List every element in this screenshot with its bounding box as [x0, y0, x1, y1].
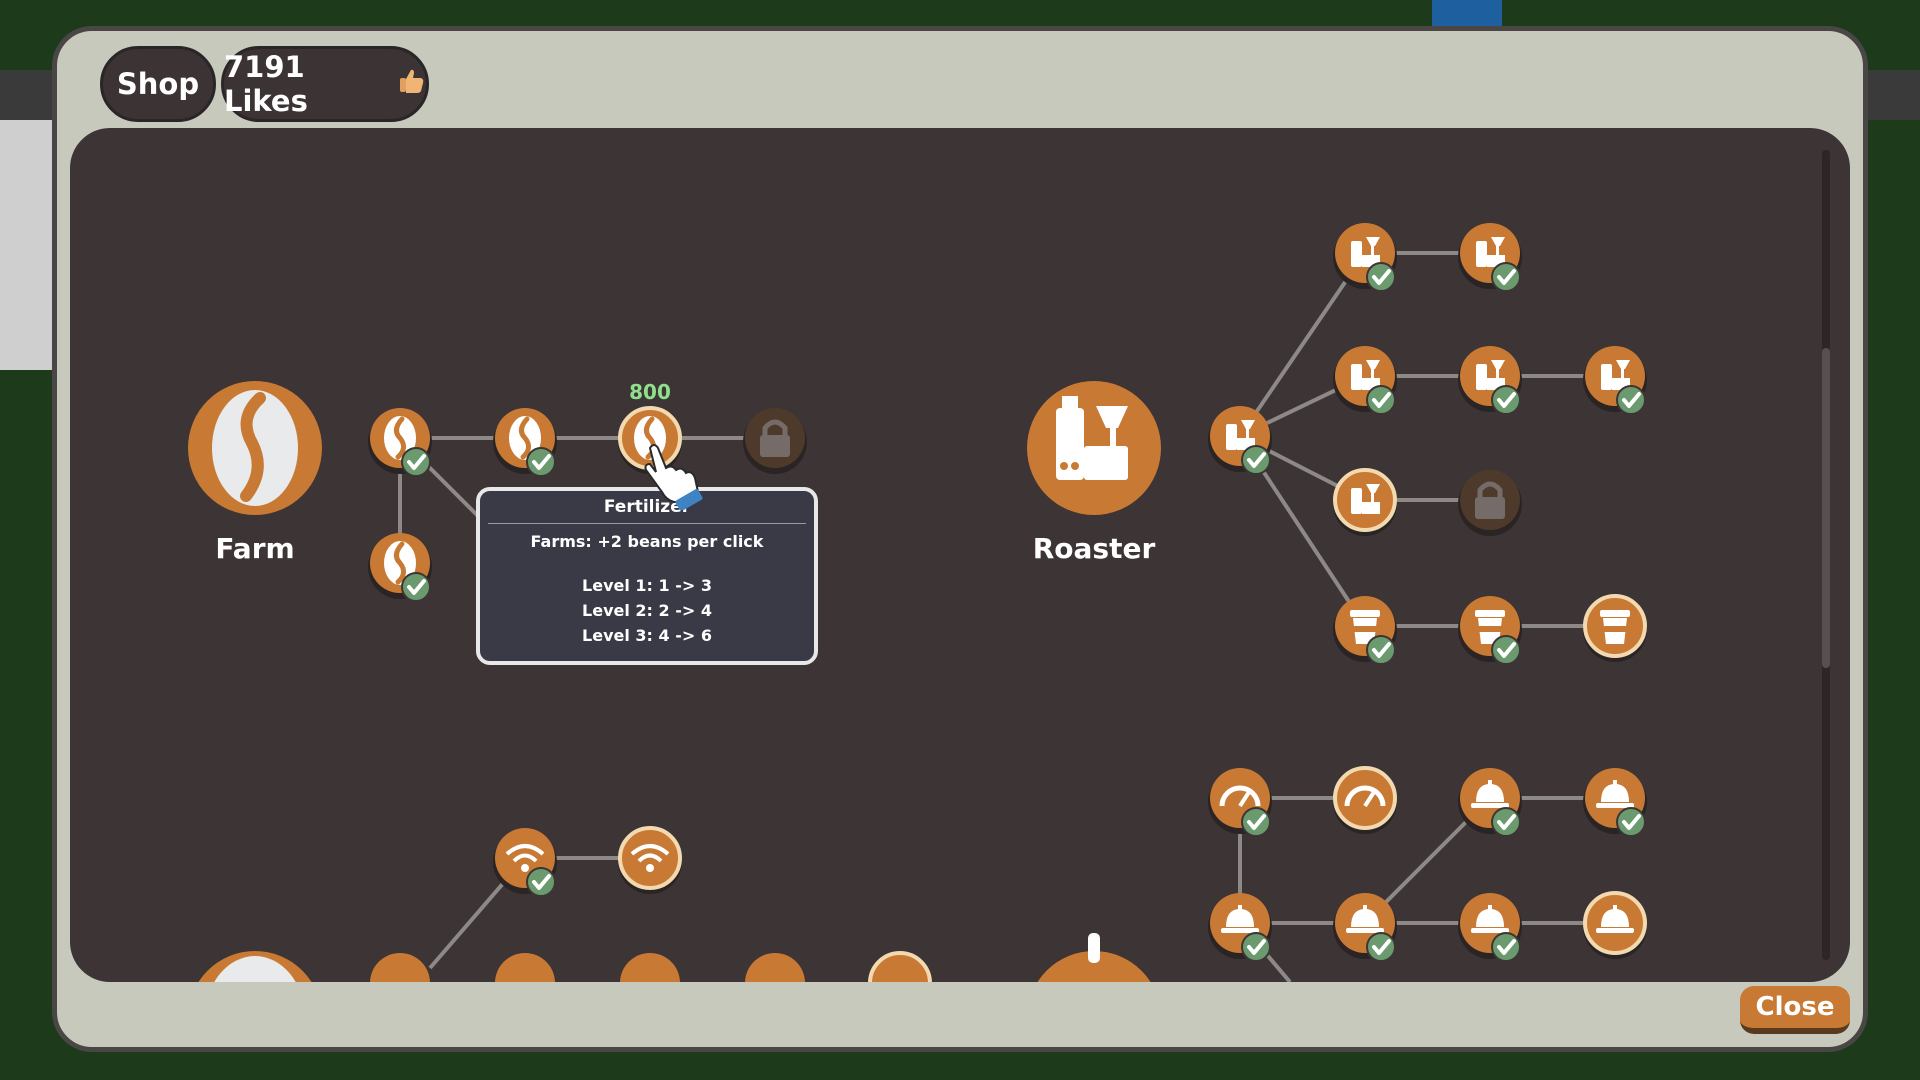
roaster-icon: [1226, 420, 1255, 450]
upgrade-node-roaster-top-1[interactable]: [1333, 223, 1397, 292]
bell-icon: [1596, 905, 1634, 933]
upgrade-node-roaster-root[interactable]: [1208, 406, 1272, 475]
bean-icon: [384, 416, 416, 460]
upgrade-node-bell-2[interactable]: [1583, 768, 1647, 837]
upgrade-node-wifi-1[interactable]: [493, 828, 557, 897]
check-icon: [1491, 385, 1521, 415]
check-icon: [1491, 932, 1521, 962]
scrollbar-thumb[interactable]: [1822, 348, 1830, 668]
upgrade-node-gauge-2[interactable]: [1333, 766, 1397, 834]
background-building: [0, 110, 52, 370]
check-icon: [1241, 445, 1271, 475]
farm-category-icon: [188, 381, 322, 515]
roaster-category-icon: [1027, 381, 1161, 515]
roaster-label: Roaster: [1033, 532, 1156, 565]
check-icon: [526, 447, 556, 477]
upgrade-node-roaster-lock[interactable]: [1458, 470, 1522, 536]
shop-tab[interactable]: Shop: [100, 46, 216, 122]
check-icon: [1616, 385, 1646, 415]
tooltip-title: Fertilizer: [603, 497, 691, 517]
bean-icon: [509, 416, 541, 460]
upgrade-node-bell-5[interactable]: [1458, 893, 1522, 962]
check-icon: [1491, 807, 1521, 837]
check-icon: [1366, 262, 1396, 292]
tooltip-level-1: Level 1: 1 -> 3: [582, 576, 712, 595]
tooltip-level-2: Level 2: 2 -> 4: [582, 601, 712, 620]
upgrade-node-farm-4[interactable]: [368, 533, 432, 602]
upgrade-node-farm-1[interactable]: [368, 408, 432, 477]
check-icon: [401, 572, 431, 602]
upgrade-node-bell-4[interactable]: [1333, 893, 1397, 962]
upgrade-tree: Farm Roaster 800 Fertilizer Farms:: [70, 128, 1850, 982]
upgrade-tooltip: Fertilizer Farms: +2 beans per click Lev…: [476, 487, 818, 665]
bottom-category-icon-2: [1037, 951, 1151, 982]
bell-icon: [1471, 780, 1509, 808]
tooltip-description: Farms: +2 beans per click: [530, 532, 764, 551]
gauge-icon: [1219, 785, 1261, 808]
tooltip-divider: [488, 523, 806, 524]
thumbs-up-icon: [396, 66, 426, 103]
wifi-icon: [630, 844, 670, 872]
upgrade-node-farm-2[interactable]: [493, 408, 557, 477]
upgrade-node-cup-2[interactable]: [1458, 596, 1522, 665]
check-icon: [1366, 385, 1396, 415]
upgrade-tree-canvas: Farm Roaster 800: [188, 223, 1647, 982]
upgrade-node-cup-3[interactable]: [1583, 594, 1647, 662]
roaster-icon: [1351, 484, 1380, 514]
check-icon: [1491, 262, 1521, 292]
check-icon: [401, 447, 431, 477]
roaster-icon: [1601, 360, 1630, 390]
check-icon: [1241, 807, 1271, 837]
likes-label: 7191 Likes: [224, 50, 308, 118]
upgrade-node-bell-6[interactable]: [1583, 891, 1647, 959]
upgrade-node-bell-3[interactable]: [1208, 893, 1272, 962]
upgrade-node-farm-lock[interactable]: [743, 408, 807, 474]
tooltip-level-3: Level 3: 4 -> 6: [582, 626, 712, 645]
close-button[interactable]: Close: [1740, 986, 1850, 1034]
bell-icon: [1221, 905, 1259, 933]
close-button-label: Close: [1755, 992, 1835, 1022]
upgrade-node-roaster-low-1[interactable]: [1333, 468, 1397, 536]
upgrade-node-wifi-2[interactable]: [618, 826, 682, 894]
upgrade-node-bell-1[interactable]: [1458, 768, 1522, 837]
bell-icon: [1471, 905, 1509, 933]
background-river: [1432, 0, 1502, 30]
lock-icon: [1475, 481, 1505, 519]
check-icon: [1616, 807, 1646, 837]
upgrade-node-roaster-top-2[interactable]: [1458, 223, 1522, 292]
upgrade-node-roaster-mid-3[interactable]: [1583, 346, 1647, 415]
bean-icon: [384, 541, 416, 585]
shop-tab-label: Shop: [116, 67, 200, 101]
upgrade-node-cup-1[interactable]: [1333, 596, 1397, 665]
lock-icon: [760, 419, 790, 457]
check-icon: [1491, 635, 1521, 665]
check-icon: [1366, 635, 1396, 665]
check-icon: [526, 867, 556, 897]
upgrade-node-gauge-1[interactable]: [1208, 768, 1272, 837]
check-icon: [1366, 932, 1396, 962]
cup-icon: [1350, 610, 1380, 644]
cup-icon: [1475, 610, 1505, 644]
check-icon: [1241, 932, 1271, 962]
roaster-icon: [1476, 360, 1505, 390]
roaster-icon: [1351, 237, 1380, 267]
bell-icon: [1346, 905, 1384, 933]
node-price: 800: [629, 380, 671, 404]
likes-counter: 7191 Likes: [221, 46, 429, 122]
upgrade-node-roaster-mid-1[interactable]: [1333, 346, 1397, 415]
hand-cursor-icon: [644, 444, 703, 510]
upgrade-node-roaster-mid-2[interactable]: [1458, 346, 1522, 415]
farm-label: Farm: [215, 532, 294, 565]
bell-icon: [1596, 780, 1634, 808]
wifi-icon: [505, 844, 545, 872]
cup-icon: [1600, 610, 1630, 644]
gauge-icon: [1344, 785, 1386, 808]
